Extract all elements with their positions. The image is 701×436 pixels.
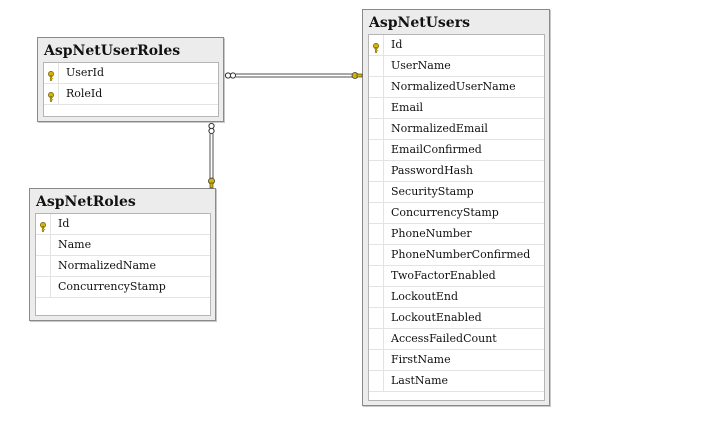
primary-key-icon <box>47 68 55 81</box>
column-row[interactable]: Id <box>369 35 544 56</box>
column-name: Id <box>391 38 403 51</box>
column-name: PasswordHash <box>391 164 473 177</box>
column-name: UserName <box>391 59 451 72</box>
column-name: Name <box>58 238 92 251</box>
row-selector <box>44 84 59 104</box>
column-name: NormalizedEmail <box>391 122 488 135</box>
row-selector <box>44 63 59 83</box>
many-end-icon <box>208 122 215 135</box>
column-name: LockoutEnd <box>391 290 459 303</box>
key-end-icon <box>351 72 363 79</box>
row-selector <box>369 329 384 349</box>
row-selector <box>369 350 384 370</box>
column-name: Id <box>58 217 70 230</box>
row-selector <box>369 77 384 97</box>
column-name: EmailConfirmed <box>391 143 482 156</box>
row-selector <box>369 308 384 328</box>
column-row[interactable]: SecurityStamp <box>369 182 544 203</box>
row-selector <box>369 287 384 307</box>
column-row[interactable]: PhoneNumber <box>369 224 544 245</box>
row-selector <box>36 256 51 276</box>
row-selector <box>369 224 384 244</box>
column-name: UserId <box>66 66 105 79</box>
column-row[interactable]: NormalizedUserName <box>369 77 544 98</box>
column-name: NormalizedUserName <box>391 80 516 93</box>
row-selector <box>369 182 384 202</box>
table-title: AspNetUserRoles <box>44 43 181 59</box>
column-row[interactable]: Name <box>36 235 210 256</box>
table-title: AspNetRoles <box>36 194 136 210</box>
row-selector <box>36 214 51 234</box>
row-selector <box>369 35 384 55</box>
column-name: Email <box>391 101 424 114</box>
column-row[interactable]: LockoutEnabled <box>369 308 544 329</box>
row-selector <box>369 140 384 160</box>
primary-key-icon <box>47 89 55 102</box>
column-row[interactable]: ConcurrencyStamp <box>369 203 544 224</box>
row-selector <box>369 245 384 265</box>
row-selector <box>369 371 384 391</box>
key-end-icon <box>208 177 215 189</box>
column-name: AccessFailedCount <box>391 332 497 345</box>
primary-key-icon <box>39 219 47 232</box>
column-name: PhoneNumber <box>391 227 472 240</box>
many-end-icon <box>224 72 237 79</box>
column-row[interactable]: TwoFactorEnabled <box>369 266 544 287</box>
table-title: AspNetUsers <box>369 15 470 31</box>
row-selector <box>369 98 384 118</box>
row-selector <box>369 119 384 139</box>
row-selector <box>369 203 384 223</box>
column-row[interactable]: FirstName <box>369 350 544 371</box>
column-row[interactable]: PhoneNumberConfirmed <box>369 245 544 266</box>
column-row[interactable]: EmailConfirmed <box>369 140 544 161</box>
column-row[interactable]: LockoutEnd <box>369 287 544 308</box>
column-name: RoleId <box>66 87 103 100</box>
row-selector <box>369 56 384 76</box>
relationship-userroles-users[interactable] <box>224 72 363 79</box>
column-name: TwoFactorEnabled <box>391 269 496 282</box>
column-row[interactable]: Id <box>36 214 210 235</box>
column-row[interactable]: NormalizedEmail <box>369 119 544 140</box>
column-name: LastName <box>391 374 449 387</box>
column-name: LockoutEnabled <box>391 311 482 324</box>
row-selector <box>369 266 384 286</box>
column-row[interactable]: PasswordHash <box>369 161 544 182</box>
column-row[interactable]: LastName <box>369 371 544 392</box>
column-name: NormalizedName <box>58 259 157 272</box>
column-row[interactable]: AccessFailedCount <box>369 329 544 350</box>
column-name: ConcurrencyStamp <box>58 280 166 293</box>
column-row[interactable]: Email <box>369 98 544 119</box>
column-name: FirstName <box>391 353 451 366</box>
column-row[interactable]: UserName <box>369 56 544 77</box>
row-selector <box>36 277 51 297</box>
row-selector <box>369 161 384 181</box>
column-row[interactable]: NormalizedName <box>36 256 210 277</box>
row-selector <box>36 235 51 255</box>
column-row[interactable]: RoleId <box>44 84 218 105</box>
column-name: ConcurrencyStamp <box>391 206 499 219</box>
column-name: SecurityStamp <box>391 185 474 198</box>
primary-key-icon <box>372 40 380 53</box>
relationship-userroles-roles[interactable] <box>208 122 215 189</box>
column-row[interactable]: UserId <box>44 63 218 84</box>
column-name: PhoneNumberConfirmed <box>391 248 531 261</box>
column-row[interactable]: ConcurrencyStamp <box>36 277 210 298</box>
